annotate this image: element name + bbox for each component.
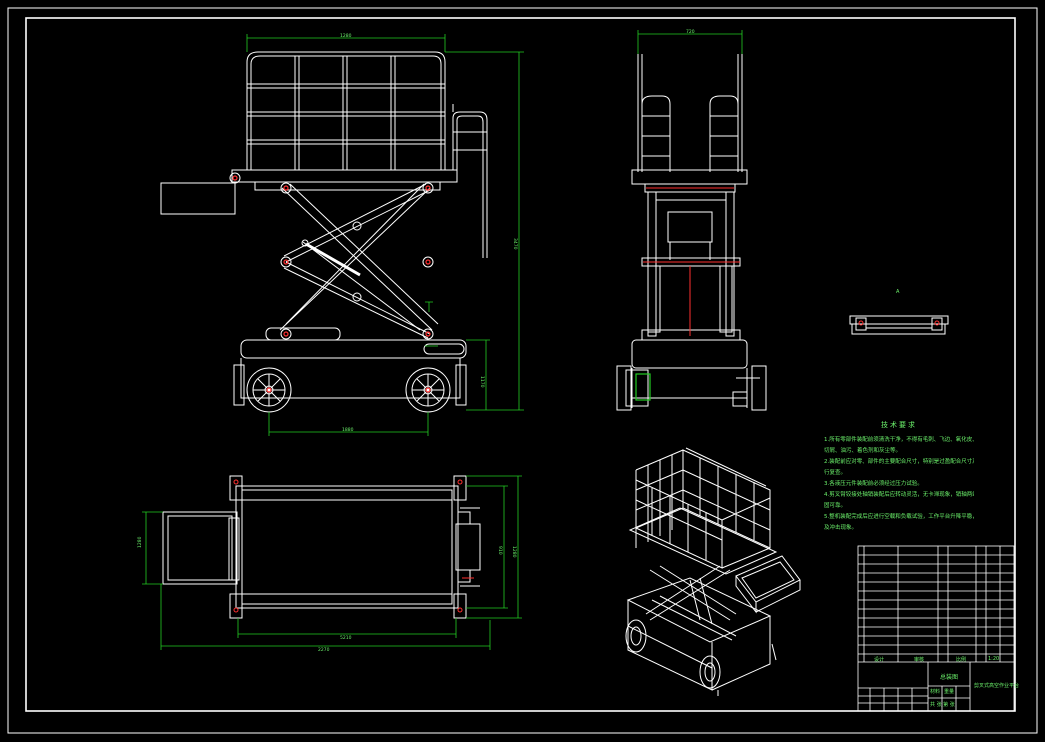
scissor-pivots: [229, 172, 434, 340]
material-label: 材料: [930, 689, 941, 695]
note-item: 2.装配前应对零、部件的主要配合尺寸，特别是过盈配合尺寸及相关精度进: [824, 459, 974, 465]
dim-top-height-right-b: 1280: [511, 546, 517, 558]
weight-label: 重量: [944, 689, 955, 695]
title-block-check: 审核: [914, 657, 925, 663]
notes-title: 技术要求: [881, 421, 917, 429]
drawing-subtitle: 剪叉式高空作业平台: [974, 683, 1020, 689]
title-block: [857, 545, 1015, 712]
drawing-name: 总装图: [940, 674, 959, 681]
note-item: 固可靠。: [824, 503, 847, 509]
title-block-design: 设计: [874, 657, 885, 663]
front-view: [160, 51, 488, 413]
note-item: 1.所有零部件装配前须清洗干净，不得有毛刺、飞边、氧化皮、锈蚀、: [824, 437, 974, 443]
top-view: [162, 475, 481, 619]
isometric-view: [625, 447, 801, 696]
outer-frame: [7, 7, 1038, 734]
side-dimensions: [637, 30, 743, 54]
dim-front-width: 1280: [340, 33, 352, 39]
note-item: 4.剪叉臂铰接处轴销装配后应转动灵活，无卡滞现象，销轴两端挡圈装配牢: [824, 492, 974, 498]
dim-front-wheelbase: 1880: [342, 427, 354, 433]
dim-top-width: 2270: [318, 647, 330, 653]
inner-frame: [25, 17, 1016, 712]
title-block-scale-label: 比例: [956, 657, 967, 663]
dim-top-height-right-a: 910: [497, 546, 503, 555]
note-item: 行复查。: [824, 470, 847, 476]
dim-front-base-height: 1170: [479, 376, 485, 388]
note-item: 切屑、油污、着色剂和灰尘等。: [824, 448, 902, 454]
front-dimensions: [246, 34, 524, 436]
detail-label: A: [896, 289, 900, 295]
dim-top-inner-width: 5210: [340, 635, 352, 641]
detail-view-a: [849, 315, 949, 335]
note-item: 3.各液压元件装配前必须经过压力试验。: [824, 481, 923, 487]
sheet-label: 共 张 第 张: [930, 702, 955, 708]
side-view: [616, 54, 767, 411]
top-dimensions: [142, 475, 522, 650]
dim-front-height: 3470: [512, 238, 518, 250]
note-item: 及冲击现象。: [824, 525, 858, 531]
dim-top-height-left: 1280: [137, 536, 143, 548]
title-block-ratio: 1:20: [988, 656, 1000, 662]
technical-notes: 技术要求 1.所有零部件装配前须清洗干净，不得有毛刺、飞边、氧化皮、锈蚀、 切屑…: [824, 420, 974, 534]
dim-side-width: 720: [686, 29, 695, 35]
note-item: 5.整机装配完成后应进行空载和负载试验，工作平台升降平稳，无异常噪声: [824, 514, 974, 520]
